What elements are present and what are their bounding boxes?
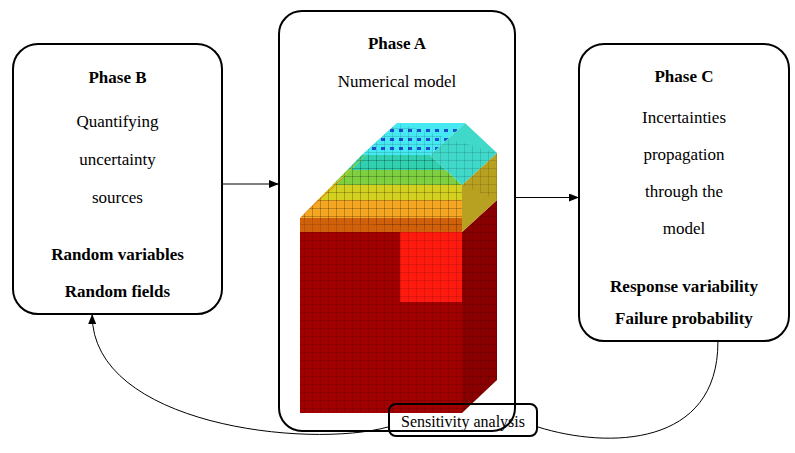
- phase-description: Numerical model: [297, 71, 497, 93]
- phase-box: Phase B Quantifying uncertainty sourcesRa…: [12, 43, 223, 315]
- phase-title: Phase C: [594, 66, 774, 88]
- block-front: [300, 232, 462, 413]
- phase-box: Phase A Numerical model: [278, 10, 516, 432]
- flow-arrow: [516, 197, 578, 198]
- phase-description: Incertainties propagation through the mo…: [628, 99, 740, 247]
- phase-output: Failure probability: [586, 308, 782, 330]
- phase-box: Phase C Incertainties propagation through…: [578, 43, 790, 342]
- phase-output: Random variables: [23, 244, 213, 266]
- phase-output: Random fields: [23, 281, 213, 303]
- phase-output: Response variability: [586, 276, 782, 298]
- phase-title: Phase A: [297, 33, 497, 55]
- phase-description: Sensitivity analysis: [393, 411, 533, 433]
- phase-title: Phase B: [28, 67, 208, 89]
- feedback-line: [538, 342, 718, 438]
- analysis-box: Sensitivity analysis: [388, 403, 538, 437]
- flow-arrow: [92, 315, 388, 434]
- block-side: [462, 200, 497, 413]
- phase-description: Quantifying uncertainty sources: [53, 103, 183, 217]
- flow-arrow: [223, 184, 278, 185]
